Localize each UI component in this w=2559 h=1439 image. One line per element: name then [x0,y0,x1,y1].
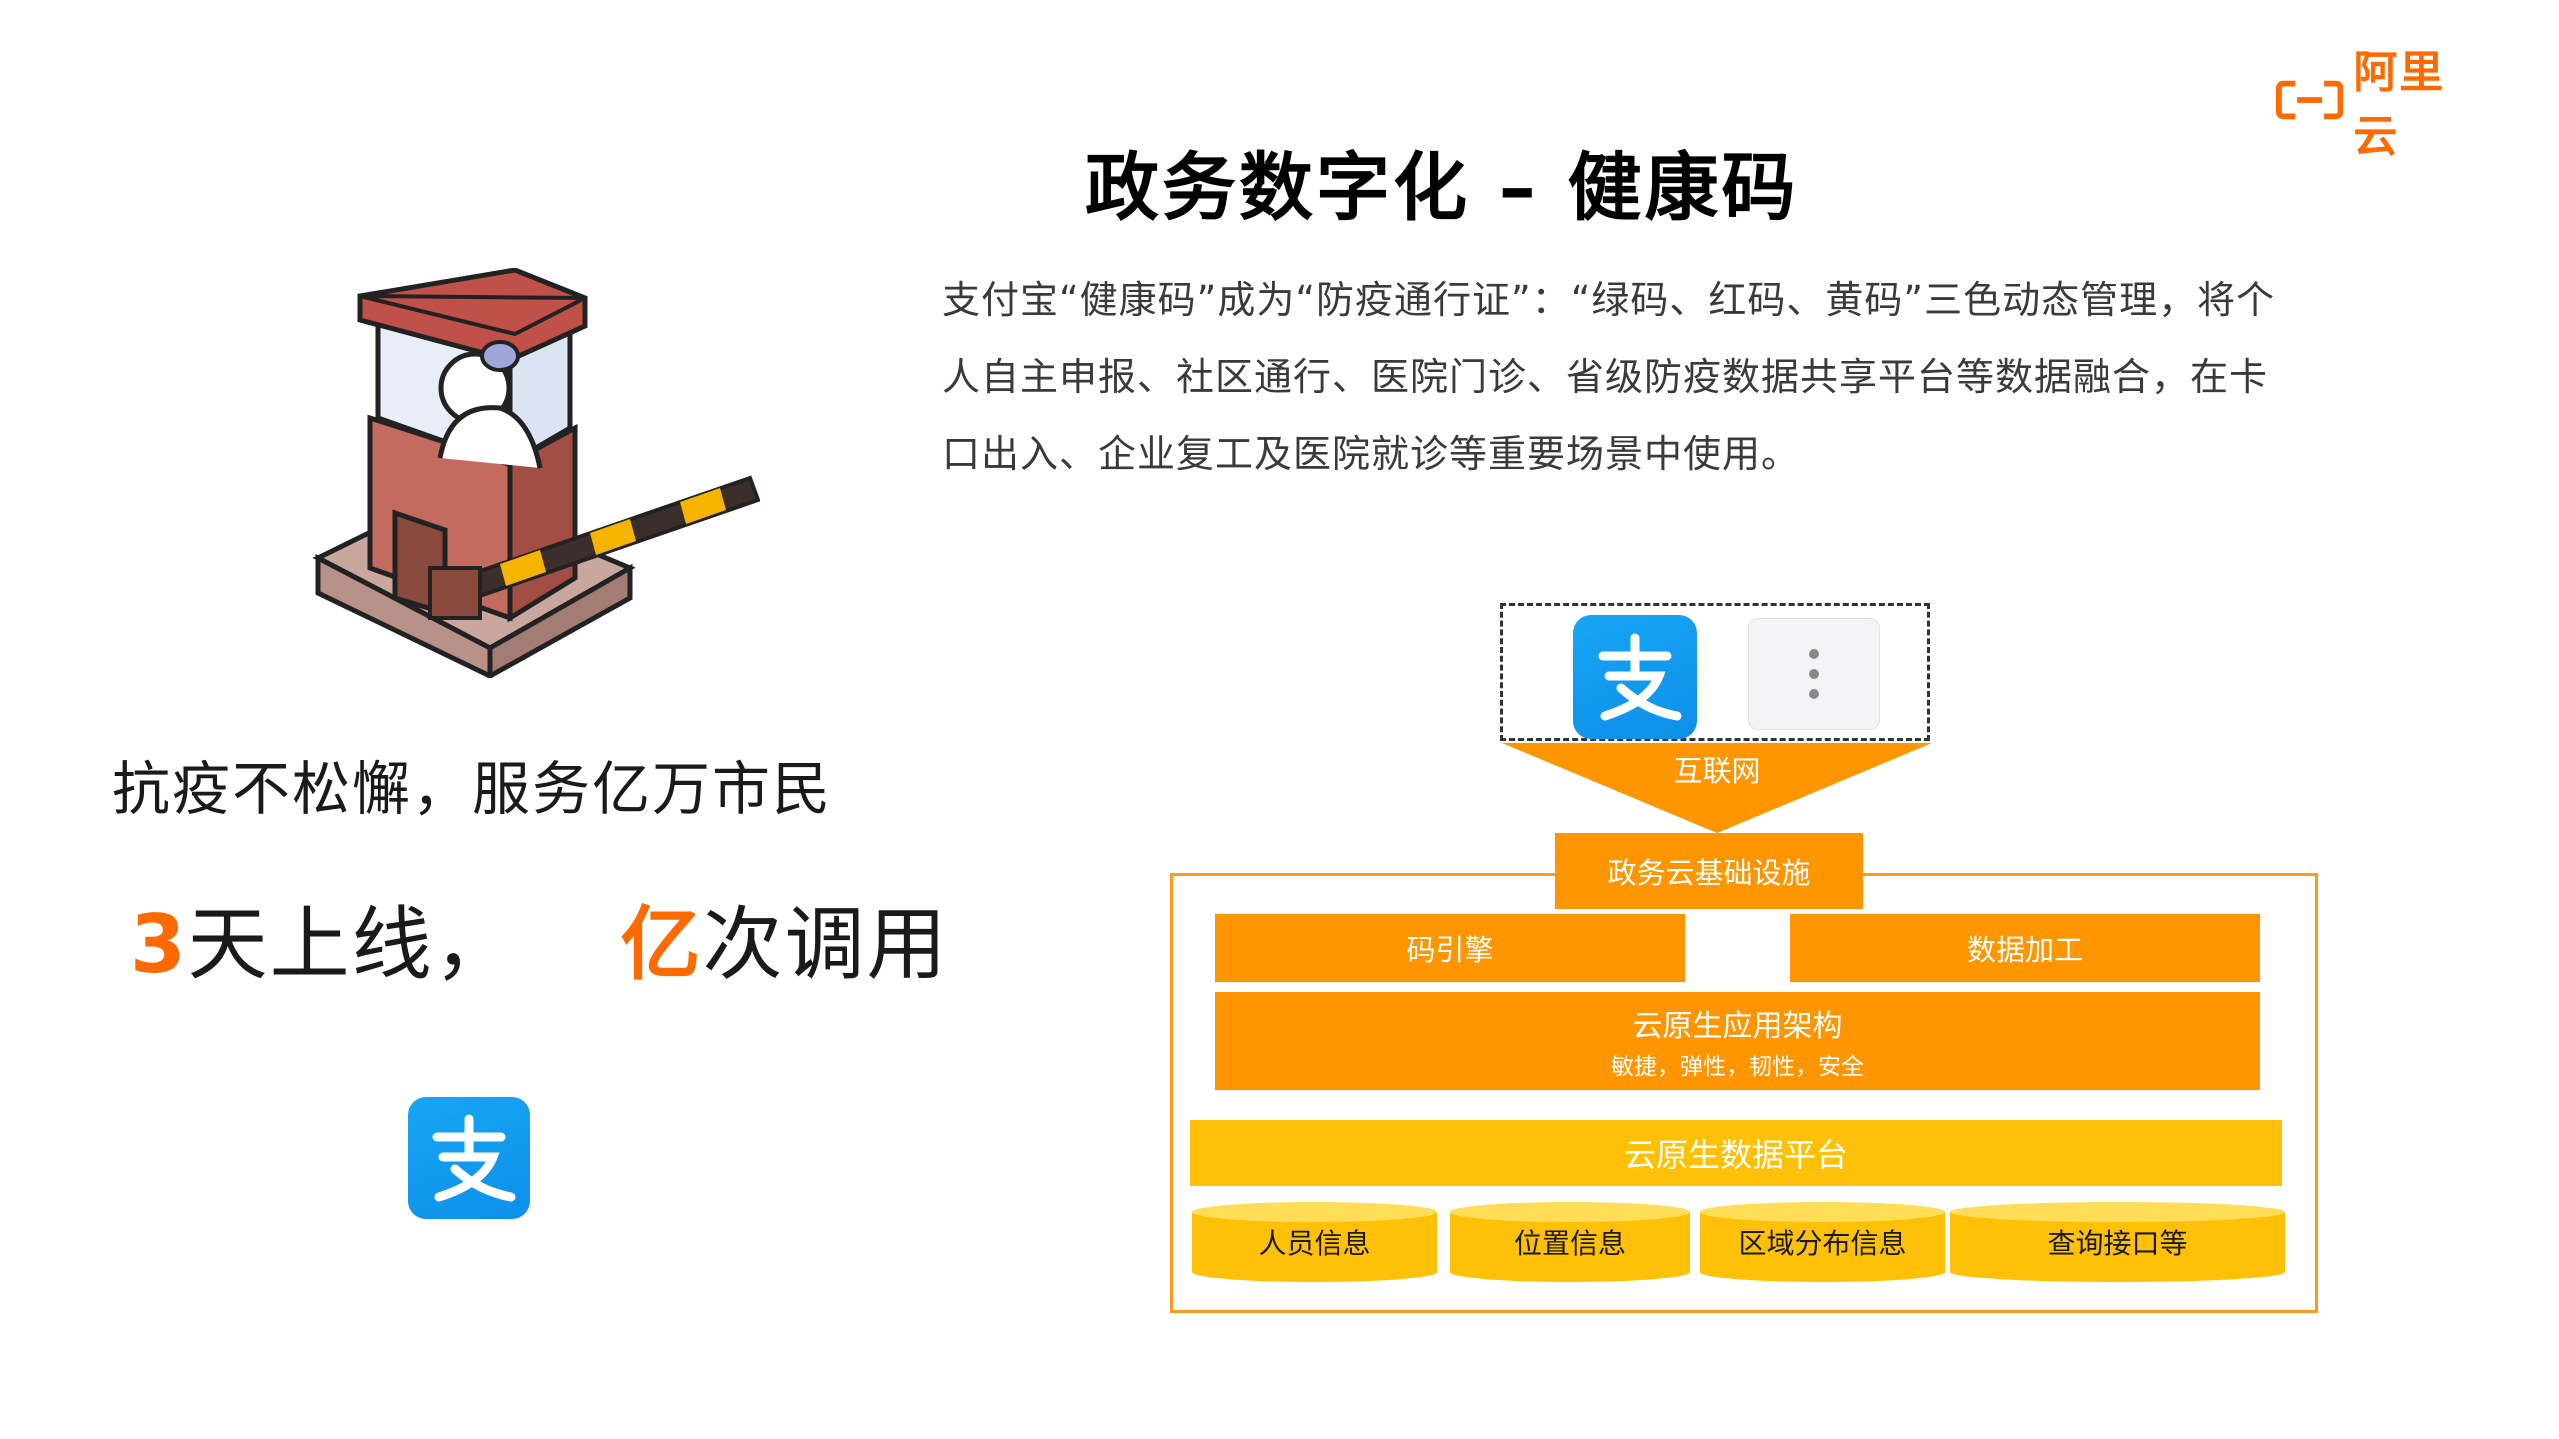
slogan-text-days: 天上线， [187,898,516,991]
cylinder-2 [1450,1202,1690,1282]
alipay-app-icon-diagram [1573,615,1697,739]
source-label-region: 区域分布信息 [1738,1227,1907,1260]
alipay-zhi-icon [432,1114,516,1202]
code-engine-box: 码引擎 [1215,914,1685,982]
alipay-app-icon [408,1097,530,1219]
aliyun-logo: 阿里云 [2276,47,2486,162]
cloud-native-app-title: 云原生应用架构 [1632,1009,1843,1044]
cylinder-4 [1950,1202,2285,1282]
slogan-highlight-calls: 亿 [620,898,703,991]
cylinder-3 [1700,1202,1945,1282]
cloud-native-app-box: 云原生应用架构 敏捷，弹性，韧性，安全 [1215,992,2260,1090]
toll-booth-illustration [312,268,760,678]
source-label-location: 位置信息 [1513,1227,1626,1260]
slogan-line1: 抗疫不松懈，服务亿万市民 [112,755,833,823]
apps-dashed-box [1500,603,1930,741]
data-sources-cylinders [1192,1202,2285,1282]
source-label-query-api: 查询接口等 [2047,1227,2188,1260]
data-processing-box: 数据加工 [1790,914,2260,982]
slogan-highlight-days: 3 [130,898,188,991]
alipay-zhi-icon [1598,633,1682,721]
cylinder-1 [1192,1202,1437,1282]
infra-box: 政务云基础设施 [1555,833,1863,909]
source-label-personnel: 人员信息 [1258,1227,1371,1260]
description-text: 支付宝“健康码”成为“防疫通行证”：“绿码、红码、黄码”三色动态管理，将个人自主… [942,278,2276,476]
slogan-line2: 3天上线， 亿次调用 [130,880,949,996]
brand-name: 阿里云 [2353,47,2446,162]
slogan-text-calls: 次调用 [702,898,949,991]
internet-funnel [1502,743,1932,833]
data-platform-box: 云原生数据平台 [1190,1120,2282,1186]
cloud-native-app-traits: 敏捷，弹性，韧性，安全 [1611,1054,1864,1080]
page-title: 政务数字化 – 健康码 [1085,145,1799,231]
aliyun-logo-icon [2276,80,2344,120]
funnel-label: 互联网 [1673,754,1761,788]
more-apps-icon [1748,618,1880,730]
